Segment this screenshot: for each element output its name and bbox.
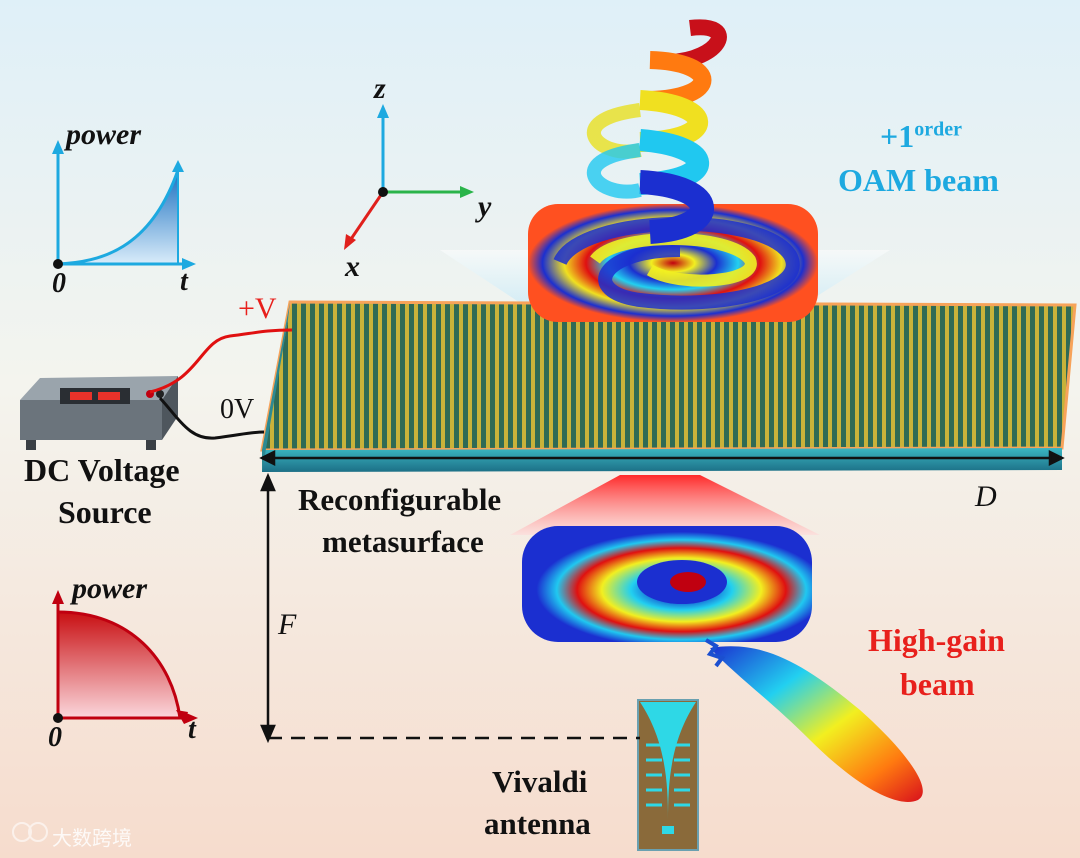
plus-v-label: +V [238,292,277,326]
power-up-xlabel: t [180,266,188,298]
source-name-line1: DC Voltage [24,452,180,489]
oam-label-line2: OAM beam [838,162,999,199]
y-axis-label: y [478,190,491,224]
zero-v-label: 0V [220,394,254,426]
dc-voltage-source [20,376,178,450]
oam-helix [594,27,719,232]
focal-length-label: F [278,608,296,642]
antenna-label-line2: antenna [484,806,591,842]
high-gain-label-line1: High-gain [868,622,1005,659]
metasurface-label-line2: metasurface [322,524,484,560]
coordinate-axes [344,104,474,250]
power-down-xlabel: t [188,714,196,746]
metasurface-board [262,302,1075,472]
focus-field-pattern [522,526,812,642]
power-increase-plot [52,140,196,270]
metasurface-label-line1: Reconfigurable [298,482,501,518]
high-gain-label-line2: beam [900,666,975,703]
power-down-origin: 0 [48,722,62,754]
positive-wire [150,330,292,392]
antenna-label-line1: Vivaldi [492,764,587,800]
oam-label-superscript: order [914,118,962,140]
vivaldi-antenna [638,700,698,850]
x-axis-label: x [345,250,360,284]
power-up-ylabel: power [66,118,141,152]
oam-label-line1: +1order [880,118,962,155]
watermark-logo [13,823,47,841]
power-down-ylabel: power [72,572,147,606]
watermark-text: 大数跨境 [52,822,132,851]
width-label: D [975,480,997,514]
power-decrease-plot [52,590,198,724]
oam-label-prefix: +1 [880,118,914,154]
high-gain-lobe [706,640,923,802]
source-name-line2: Source [58,494,152,531]
z-axis-label: z [374,72,386,106]
power-up-origin: 0 [52,268,66,300]
